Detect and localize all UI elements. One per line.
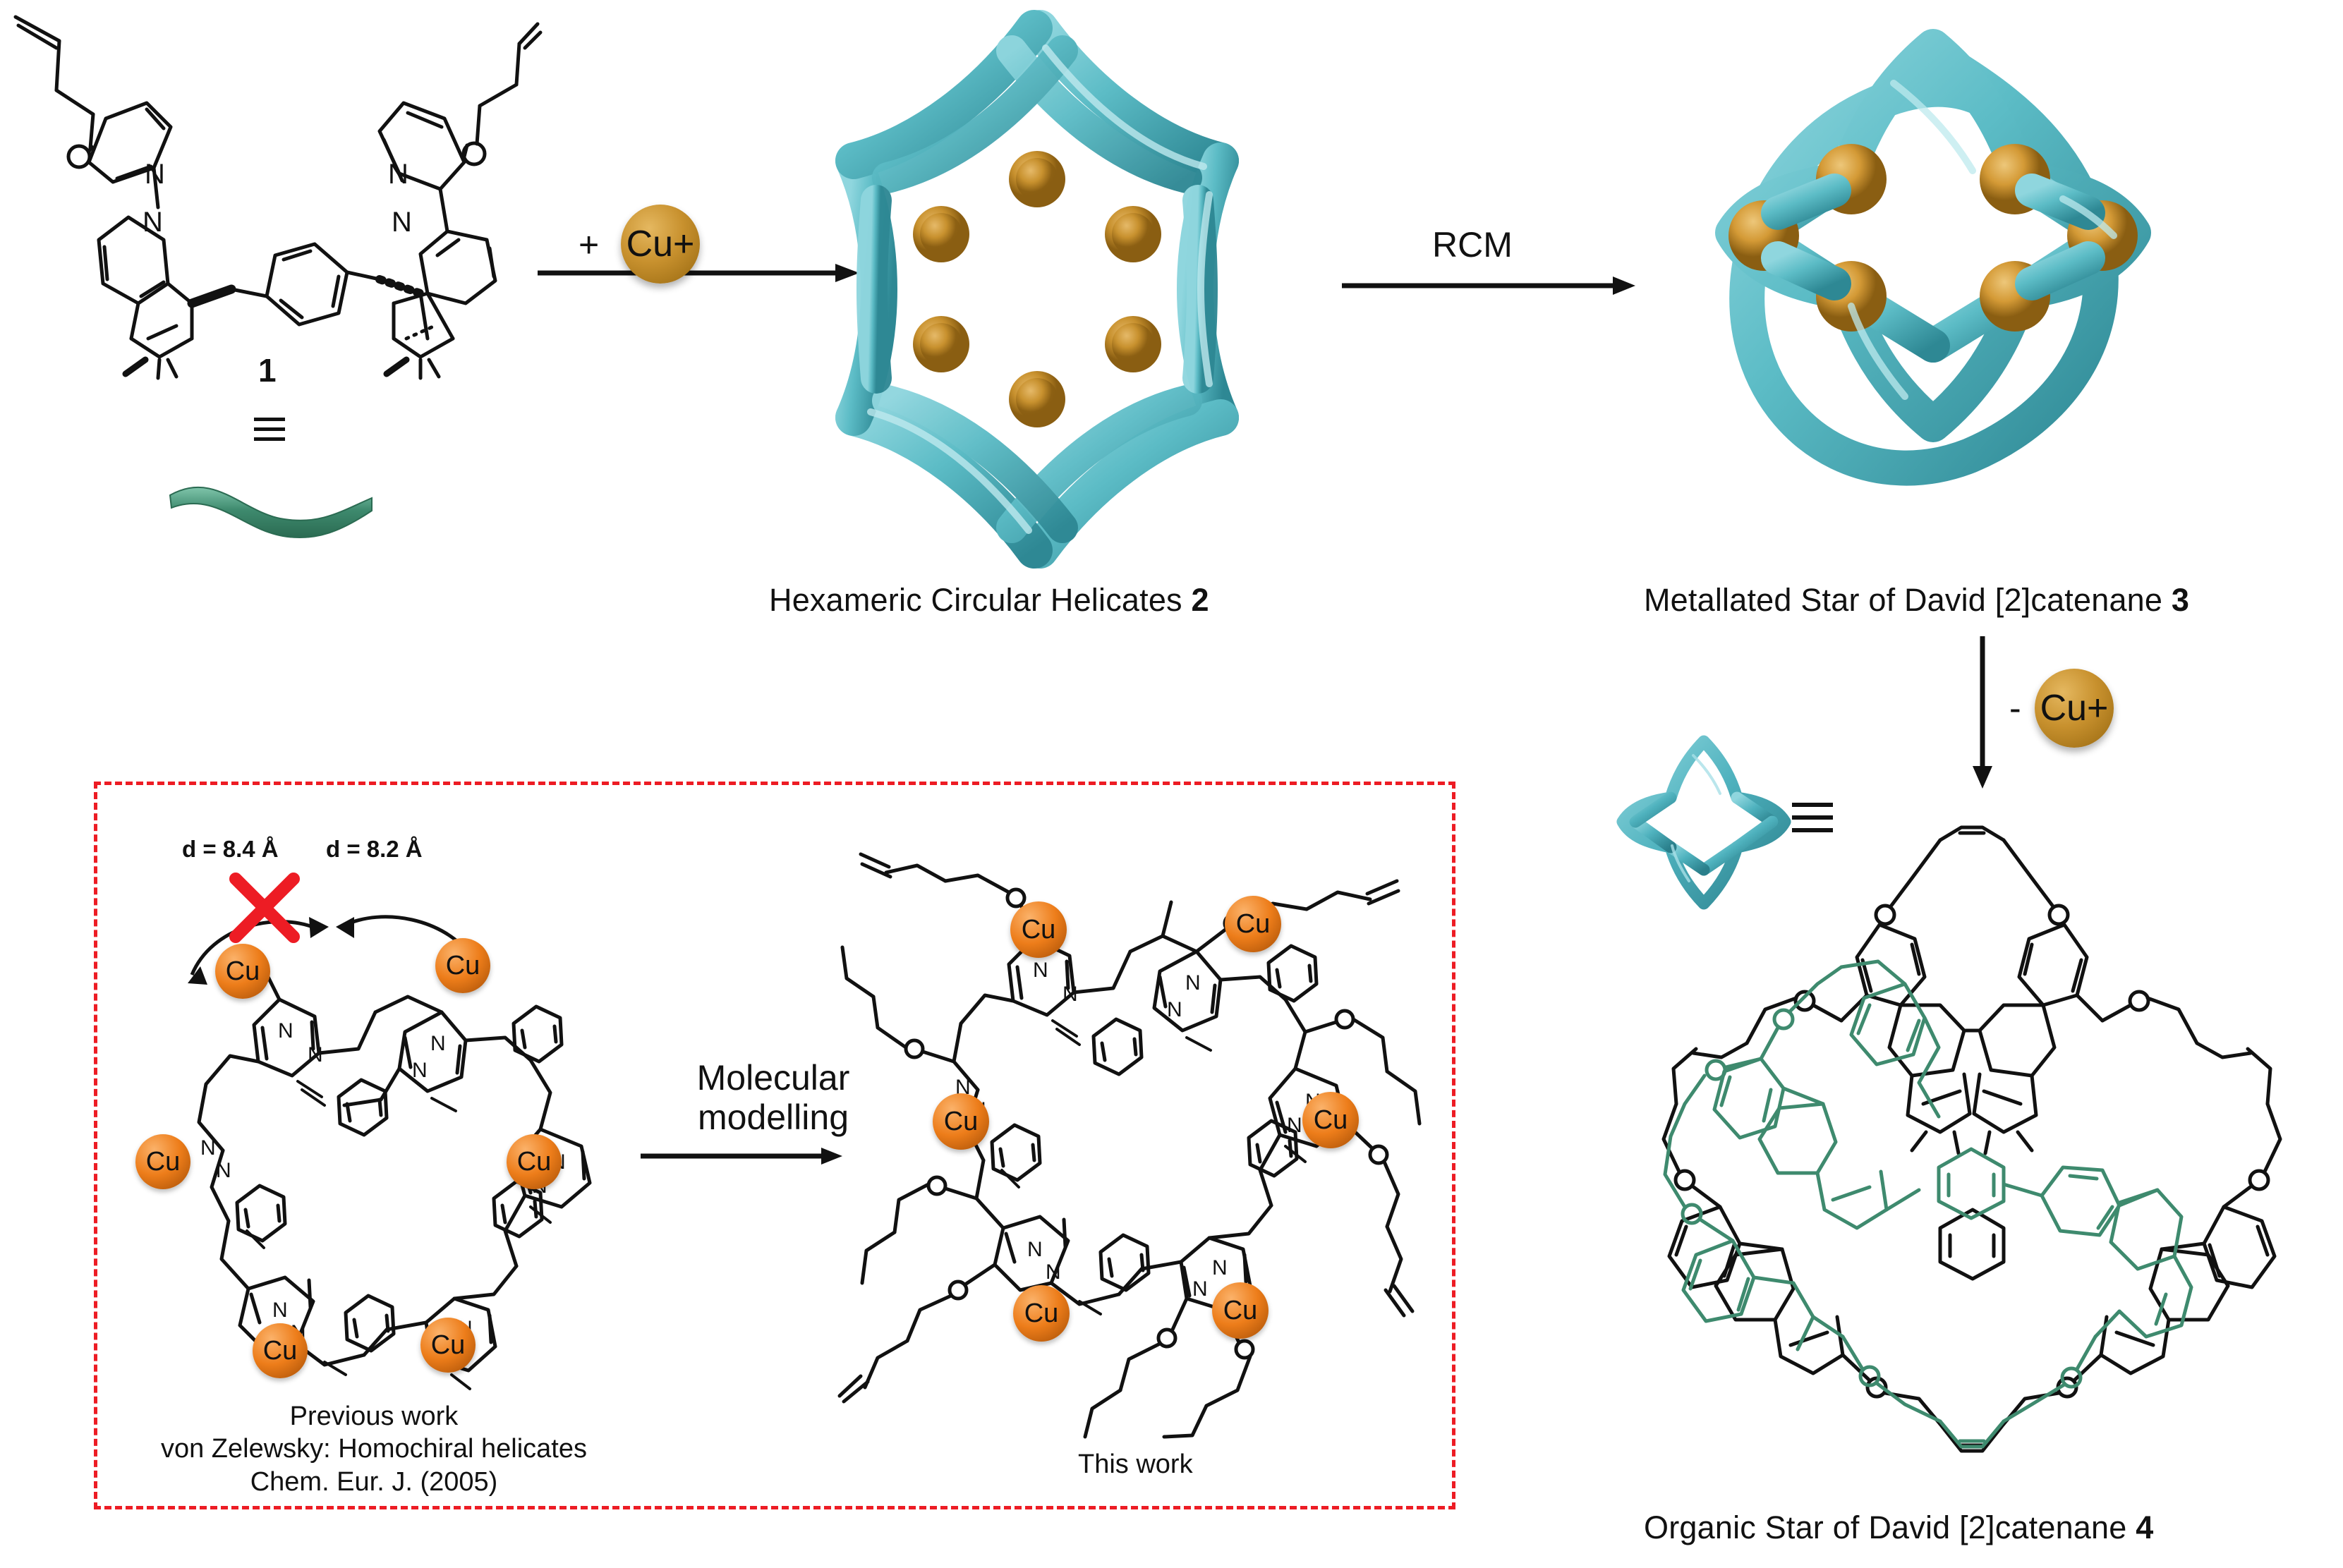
hexameric-circular-helicate-3d [797, 10, 1277, 569]
reaction-arrow-rcm [1340, 275, 1637, 296]
cu-label: Cu [1223, 1295, 1258, 1325]
nitrogen-label: N [392, 207, 412, 238]
nitrogen-label: N [145, 159, 165, 190]
nitrogen-label: N [388, 159, 408, 190]
cu-label: Cu [1235, 908, 1271, 939]
nitrogen-label: N [955, 1076, 971, 1099]
nitrogen-label: N [1212, 1256, 1228, 1280]
caption-helicate-text: Hexameric Circular Helicates [769, 582, 1182, 618]
nitrogen-label: N [1033, 959, 1048, 982]
cu-sphere-prev-5: Cu [253, 1323, 308, 1378]
nitrogen-label: N [1046, 1260, 1061, 1284]
caption-helicate: Hexameric Circular Helicates 2 [769, 582, 1209, 619]
cu-label: Cu [1024, 1298, 1059, 1328]
this-work-label: This work [1078, 1450, 1193, 1479]
cu-label: Cu [445, 950, 480, 980]
minus-sign-step3: - [2009, 688, 2021, 728]
this-work-helicate-structure: N N N N N N N N N N N N [837, 808, 1425, 1450]
copper-sphere-label: Cu+ [626, 224, 695, 265]
ligand-cartoon-ribbon [166, 474, 377, 552]
reaction-arrow-step1 [536, 262, 861, 284]
cu-label: Cu [1021, 914, 1056, 944]
organic-star-of-david-catenane-2d [1609, 772, 2335, 1499]
metallated-star-of-david-3d [1693, 7, 2173, 557]
caption-metallated: Metallated Star of David [2]catenane 3 [1644, 582, 2189, 619]
nitrogen-label: N [1167, 998, 1182, 1021]
plus-sign-step1: + [579, 225, 600, 265]
rcm-label: RCM [1432, 225, 1513, 265]
cu-sphere-this-1: Cu [1010, 901, 1067, 958]
nitrogen-label: N [1185, 971, 1201, 995]
cu-sphere-prev-6: Cu [135, 1134, 190, 1189]
previous-work-line-2: von Zelewsky: Homochiral helicates [160, 1434, 587, 1464]
caption-metallated-text: Metallated Star of David [2]catenane [1644, 582, 2163, 618]
distance-label-2: d = 8.2 Å [326, 836, 423, 862]
ligand-structure-1: N N N N [7, 7, 543, 402]
organic-star-of-david-icon [1616, 730, 1792, 913]
nitrogen-label: N [200, 1136, 216, 1160]
compound-number-1: 1 [258, 352, 277, 389]
cu-sphere-this-5: Cu [1013, 1285, 1070, 1342]
nitrogen-label: N [272, 1299, 288, 1322]
reaction-arrow-modelling [639, 1146, 844, 1166]
previous-work-line-1: Previous work [289, 1402, 459, 1431]
copper-sphere-step1: Cu+ [621, 205, 700, 284]
molecular-modelling-line-1: Molecular [696, 1058, 850, 1098]
nitrogen-label: N [216, 1159, 231, 1182]
cu-sphere-prev-1: Cu [215, 944, 270, 999]
copper-sphere-step3: Cu+ [2035, 669, 2114, 748]
distance-label-1: d = 8.4 Å [182, 836, 279, 862]
nitrogen-label: N [308, 1043, 323, 1066]
molecular-modelling-line-2: modelling [697, 1098, 849, 1137]
cu-label: Cu [430, 1330, 466, 1360]
cu-label: Cu [145, 1146, 181, 1177]
cu-sphere-prev-3: Cu [507, 1134, 562, 1189]
previous-work-helicate-structure: N N N N N N N N N N N N [113, 899, 649, 1407]
cu-label: Cu [225, 956, 260, 986]
nitrogen-label: N [143, 207, 163, 238]
copper-sphere-label: Cu+ [2040, 688, 2109, 729]
cu-label: Cu [943, 1106, 979, 1136]
previous-work-line-3: Chem. Eur. J. (2005) [250, 1466, 498, 1497]
cu-sphere-this-2: Cu [1225, 896, 1281, 952]
caption-organic-number: 4 [2136, 1509, 2154, 1545]
equivalence-symbol-ligand [254, 418, 285, 441]
cu-sphere-prev-4: Cu [420, 1318, 476, 1373]
cu-label: Cu [516, 1146, 552, 1177]
cu-label: Cu [1313, 1105, 1348, 1135]
nitrogen-label: N [1287, 1114, 1302, 1137]
previous-work-caption: Previous work von Zelewsky: Homochiral h… [106, 1400, 642, 1498]
invalid-cross-icon [226, 869, 303, 947]
caption-organic-text: Organic Star of David [2]catenane [1644, 1509, 2127, 1545]
nitrogen-label: N [1027, 1238, 1043, 1261]
cu-sphere-this-3: Cu [1302, 1092, 1359, 1148]
reaction-arrow-demetallation [1968, 635, 1997, 790]
equivalence-symbol-catenane [1792, 803, 1833, 832]
nitrogen-label: N [1192, 1277, 1208, 1301]
previous-work-dashed-box [94, 782, 1455, 1509]
nitrogen-label: N [412, 1059, 428, 1082]
caption-metallated-number: 3 [2171, 582, 2190, 618]
nitrogen-label: N [430, 1032, 446, 1055]
cu-label: Cu [262, 1335, 298, 1366]
cu-sphere-prev-2: Cu [435, 938, 490, 993]
caption-organic: Organic Star of David [2]catenane 4 [1644, 1509, 2153, 1546]
cu-sphere-this-6: Cu [933, 1093, 989, 1150]
nitrogen-label: N [1062, 983, 1078, 1006]
cu-sphere-this-4: Cu [1212, 1282, 1269, 1339]
molecular-modelling-label: Molecular modelling [646, 1058, 900, 1137]
nitrogen-label: N [278, 1019, 293, 1043]
caption-helicate-number: 2 [1191, 582, 1209, 618]
